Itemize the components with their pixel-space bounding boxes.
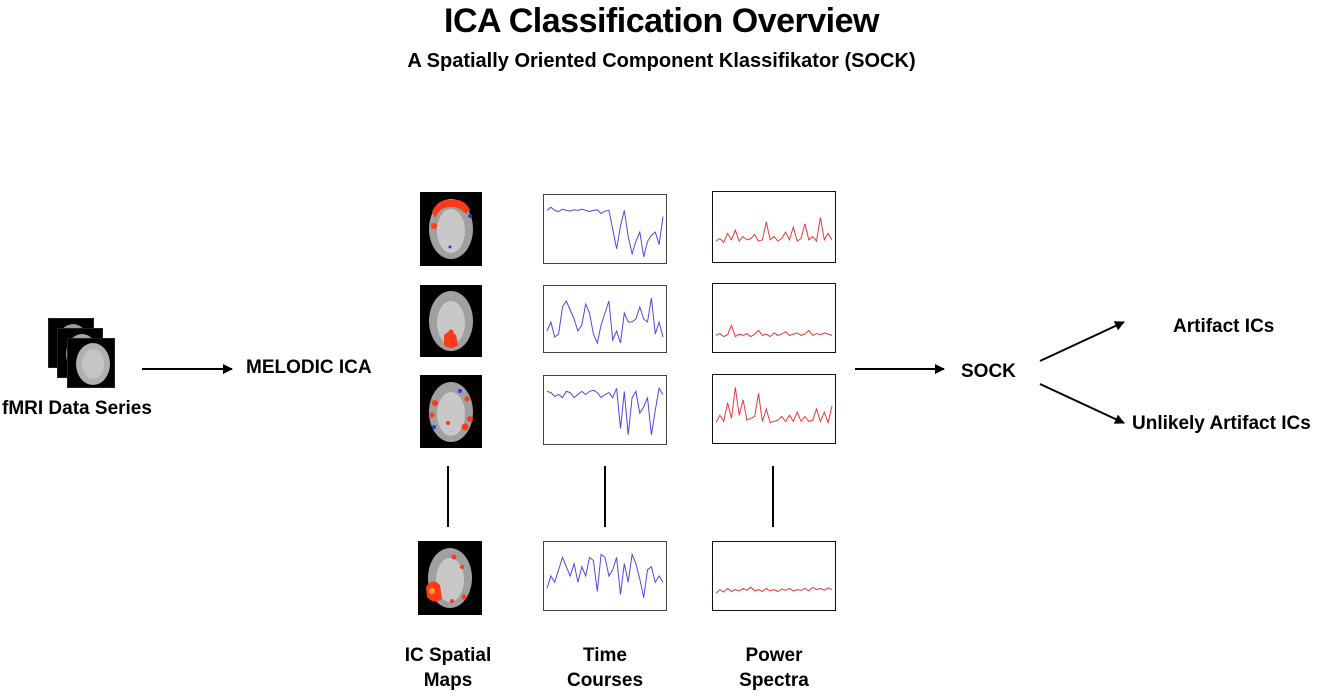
time-courses-label-line2: Courses bbox=[566, 670, 644, 691]
ic-spatial-map bbox=[420, 285, 482, 357]
arrow-sock-to-unlikely bbox=[1039, 383, 1125, 424]
power-spectrum-plot bbox=[712, 283, 836, 353]
time-course-plot bbox=[543, 194, 667, 264]
time-course-plot bbox=[543, 375, 667, 445]
time-course-line bbox=[546, 206, 664, 258]
ic-spatial-map bbox=[418, 541, 482, 615]
spatial-maps-column-label: IC Spatial Maps bbox=[383, 643, 513, 693]
power-spectrum-line bbox=[715, 217, 833, 244]
page-subtitle: A Spatially Oriented Component Klassifik… bbox=[407, 50, 916, 72]
sock-label: SOCK bbox=[961, 361, 1016, 382]
artifact-ics-label: Artifact ICs bbox=[1173, 316, 1275, 337]
spatial-maps-label-line1: IC Spatial bbox=[404, 645, 492, 666]
power-spectrum-plot bbox=[712, 541, 836, 611]
power-spectrum-line bbox=[715, 586, 833, 594]
fmri-slice bbox=[67, 338, 115, 388]
time-course-plot bbox=[543, 285, 667, 353]
power-spectra-column-label: Power Spectra bbox=[714, 643, 834, 693]
power-spectra-label-line1: Power bbox=[745, 645, 803, 666]
ic-spatial-map bbox=[420, 192, 482, 266]
power-spectrum-plot bbox=[712, 191, 836, 263]
time-course-line bbox=[546, 297, 664, 345]
arrow-sock-to-artifact bbox=[1039, 321, 1125, 362]
time-courses-label-line1: Time bbox=[582, 645, 627, 666]
power-spectrum-plot bbox=[712, 374, 836, 444]
time-course-plot bbox=[543, 541, 667, 611]
time-course-line bbox=[546, 386, 664, 435]
unlikely-artifact-ics-label: Unlikely Artifact ICs bbox=[1132, 413, 1311, 434]
power-spectrum-line bbox=[715, 323, 833, 338]
time-courses-column-label: Time Courses bbox=[545, 643, 665, 693]
melodic-ica-label: MELODIC ICA bbox=[246, 357, 372, 378]
page-title: ICA Classification Overview bbox=[444, 2, 879, 40]
power-spectrum-line bbox=[715, 387, 833, 425]
spatial-maps-label-line2: Maps bbox=[423, 670, 473, 691]
power-spectra-label-line2: Spectra bbox=[739, 670, 809, 691]
ic-spatial-map bbox=[420, 375, 482, 448]
fmri-data-label: fMRI Data Series bbox=[2, 398, 152, 419]
time-course-line bbox=[546, 552, 664, 598]
